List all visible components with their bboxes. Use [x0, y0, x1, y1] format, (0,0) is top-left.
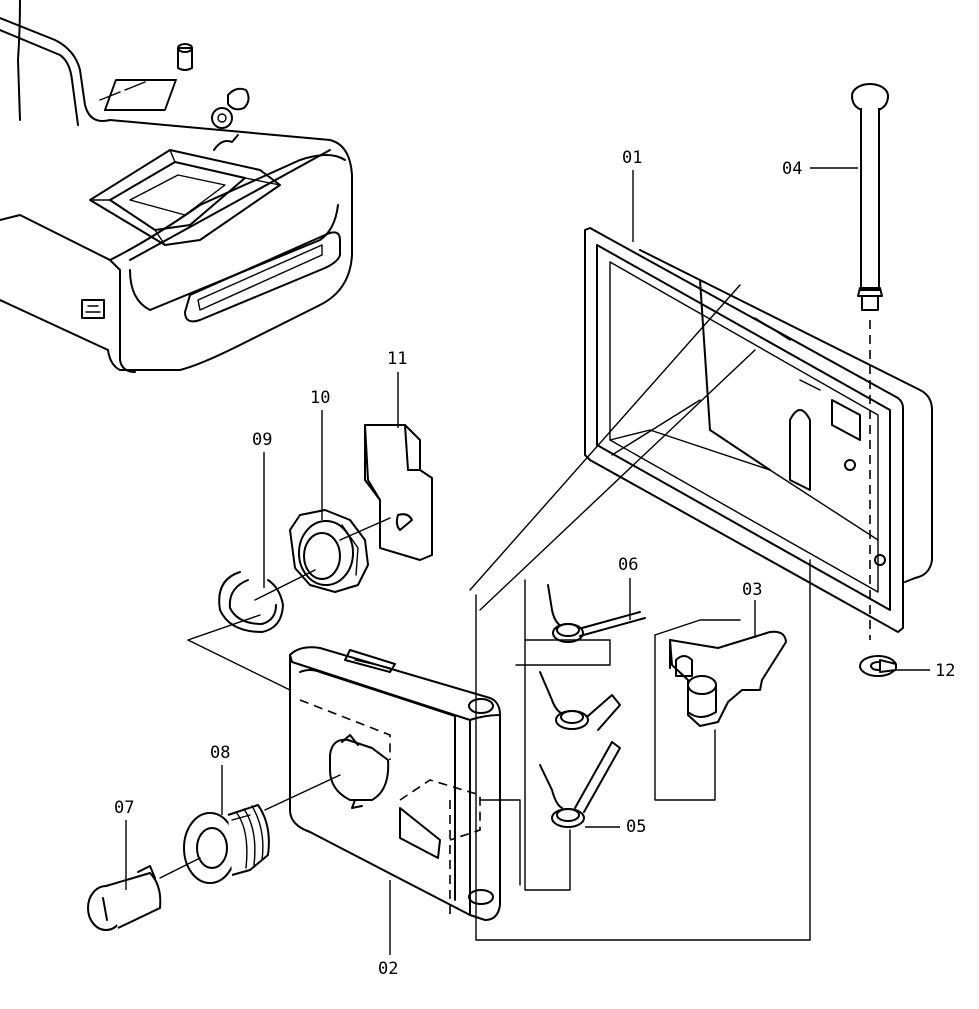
label-09: 09	[252, 430, 272, 450]
label-04: 04	[782, 159, 802, 179]
part-05-spring-upper	[539, 671, 621, 731]
part-07-cylinder	[87, 857, 201, 931]
label-02: 02	[378, 959, 398, 979]
part-04-pin	[851, 83, 889, 640]
part-09-snapring	[218, 569, 316, 633]
label-07: 07	[114, 798, 134, 818]
part-02-housing	[187, 614, 501, 921]
label-01: 01	[622, 148, 642, 168]
part-01-frame	[469, 227, 933, 633]
part-12-ering	[859, 655, 897, 677]
spring-guide-lines	[475, 559, 811, 941]
part-03-lever	[669, 630, 787, 727]
part-labels: 01 02 03 04 05 06 07 08 09 10 11 12	[114, 148, 955, 979]
label-10: 10	[310, 388, 330, 408]
part-11-plate	[364, 424, 433, 561]
machine-body	[0, 0, 353, 373]
part-08-bushing	[183, 804, 270, 884]
part-05-spring-lower	[539, 741, 621, 828]
leader-lines	[125, 167, 930, 955]
label-11: 11	[387, 349, 407, 369]
part-10-nut	[289, 509, 391, 593]
label-12: 12	[935, 661, 955, 681]
label-08: 08	[210, 743, 230, 763]
label-03: 03	[742, 580, 762, 600]
label-05: 05	[626, 817, 646, 837]
label-06: 06	[618, 555, 638, 575]
